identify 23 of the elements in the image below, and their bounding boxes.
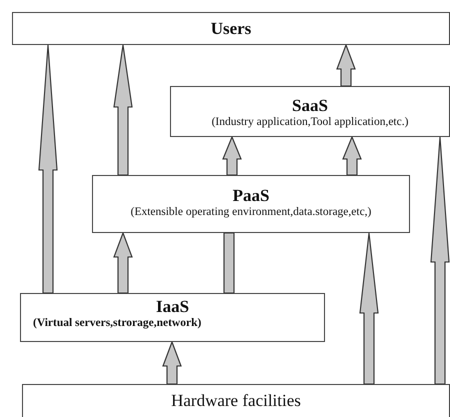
- layer-box: [170, 86, 450, 137]
- arrow: [38, 44, 58, 294]
- layer-title: PaaS: [232, 186, 270, 206]
- layer-title: SaaS: [292, 96, 328, 116]
- layer-title: IaaS: [156, 297, 190, 317]
- layer-title: Hardware facilities: [171, 391, 301, 411]
- arrow: [430, 136, 450, 385]
- arrow: [336, 43, 356, 87]
- arrow: [223, 232, 235, 294]
- arrow: [222, 136, 242, 176]
- layer-description: (Virtual servers,strorage,network): [33, 316, 202, 330]
- layer-description: (Extensible operating environment,data.storage,etc,): [130, 206, 372, 220]
- arrow: [113, 44, 133, 176]
- layer-description: (Industry application,Tool application,etc.): [212, 116, 408, 130]
- arrow: [113, 231, 133, 294]
- layer-box: [92, 175, 410, 233]
- arrow: [342, 136, 362, 176]
- layer-box: [20, 293, 325, 342]
- layer-box: [12, 12, 450, 45]
- arrow: [359, 232, 379, 385]
- arrow: [162, 340, 182, 385]
- layer-title: Users: [210, 18, 252, 38]
- layer-box: [22, 384, 450, 417]
